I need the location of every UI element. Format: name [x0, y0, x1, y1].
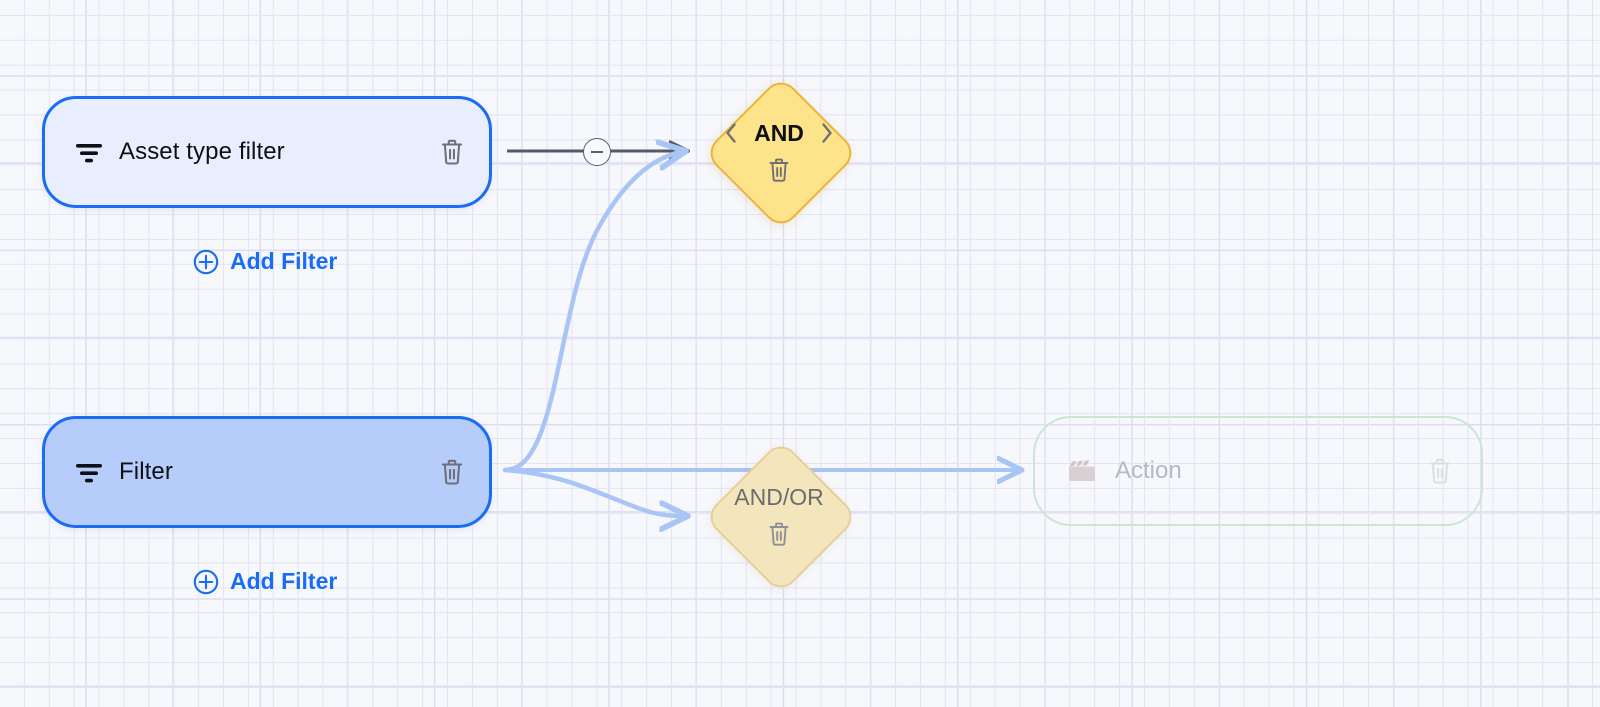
add-filter-label: Add Filter — [230, 248, 338, 274]
edge-filter-to-andor[interactable] — [502, 467, 688, 516]
trash-icon[interactable] — [767, 157, 791, 183]
node-filter[interactable]: Filter — [42, 416, 492, 528]
edge-filter-to-and[interactable] — [502, 151, 686, 473]
add-filter-link-bottom[interactable]: Add Filter — [193, 568, 337, 595]
node-and-gate[interactable]: AND — [703, 75, 859, 231]
node-label: Filter — [119, 458, 173, 485]
node-label: Asset type filter — [119, 138, 285, 165]
trash-icon[interactable] — [439, 458, 465, 486]
add-filter-link-top[interactable]: Add Filter — [193, 248, 337, 275]
node-asset-type-filter[interactable]: Asset type filter — [42, 96, 492, 208]
clapperboard-icon — [1067, 458, 1097, 484]
trash-icon[interactable] — [1427, 457, 1453, 485]
edge-remove-button[interactable] — [583, 138, 611, 166]
chevron-left-icon[interactable] — [724, 122, 738, 144]
node-label: Action — [1115, 457, 1182, 484]
trash-icon[interactable] — [767, 521, 791, 547]
node-label: AND — [754, 119, 804, 146]
filter-funnel-icon — [75, 141, 103, 163]
node-action-placeholder[interactable]: Action — [1033, 416, 1483, 526]
plus-circle-icon — [193, 249, 219, 275]
add-filter-label: Add Filter — [230, 568, 338, 594]
node-label: AND/OR — [734, 483, 824, 510]
node-and-or-gate[interactable]: AND/OR — [703, 439, 859, 595]
filter-funnel-icon — [75, 461, 103, 483]
plus-circle-icon — [193, 569, 219, 595]
chevron-right-icon[interactable] — [820, 122, 834, 144]
minus-circle-icon — [591, 151, 603, 153]
trash-icon[interactable] — [439, 138, 465, 166]
